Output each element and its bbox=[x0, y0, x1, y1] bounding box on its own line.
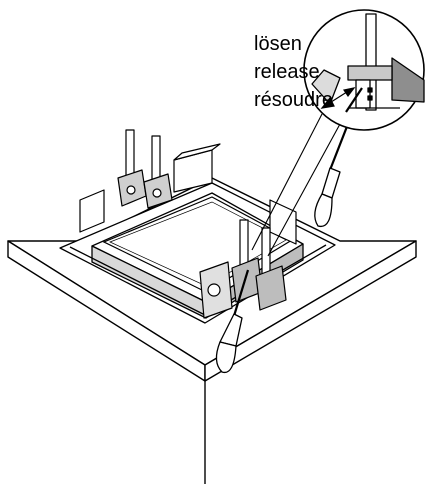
release-arrow-icon bbox=[320, 87, 356, 109]
left-clamp-handles bbox=[117, 129, 173, 209]
right-clamp-mechanism bbox=[199, 219, 287, 319]
label-release-en: release bbox=[254, 61, 320, 83]
label-release-de: lösen bbox=[254, 33, 302, 55]
label-release-fr: résoudre bbox=[254, 89, 333, 111]
box-walls bbox=[79, 143, 297, 245]
screwdriver-lower bbox=[215, 269, 250, 374]
callout-leaders bbox=[251, 113, 341, 257]
detail-magnifier bbox=[303, 9, 425, 131]
